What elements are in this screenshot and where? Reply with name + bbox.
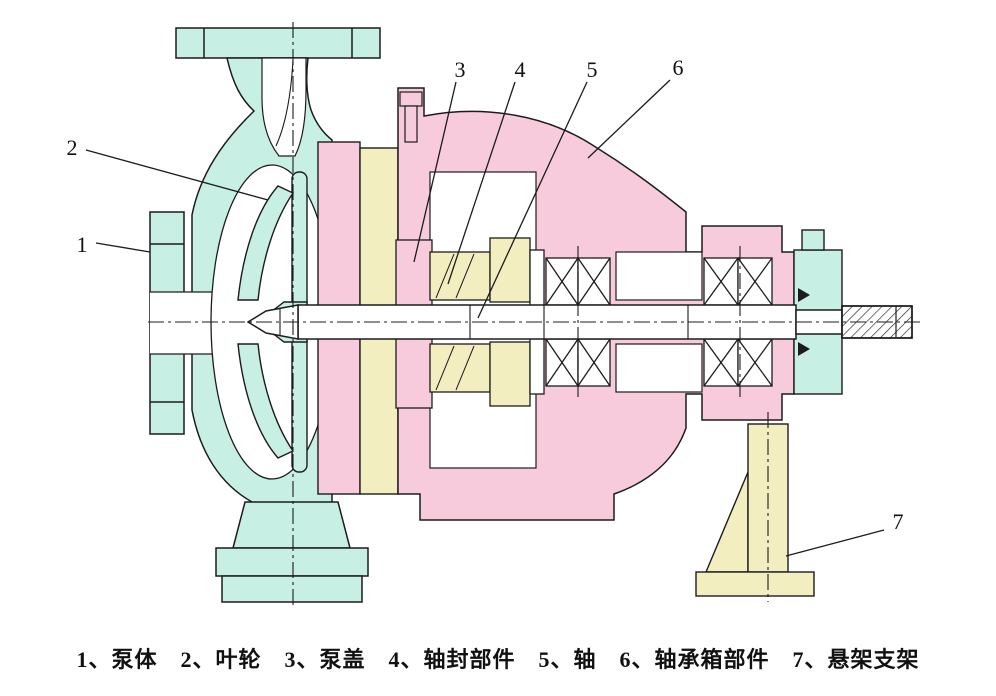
impeller-front-shroud-top — [237, 185, 295, 301]
seal-seat-bottom — [489, 341, 531, 407]
discharge-channel-curve — [275, 59, 294, 147]
leader-1 — [95, 242, 151, 253]
label-4: 4 — [515, 57, 526, 82]
label-2: 2 — [67, 135, 78, 160]
retainer-mark-bottom — [798, 342, 810, 356]
impeller-front-shroud-bottom — [237, 343, 295, 459]
seal-packing-texture — [435, 253, 475, 391]
discharge-flange — [175, 27, 381, 59]
support-bracket — [695, 423, 815, 597]
pump-foot-neck — [232, 501, 351, 549]
label-6: 6 — [673, 55, 684, 80]
bracket-foot-plate — [695, 571, 815, 597]
leader-4 — [447, 81, 516, 285]
leader-6 — [587, 79, 671, 159]
parts-caption: 1、泵体 2、叶轮 3、泵盖 4、轴封部件 5、轴 6、轴承箱部件 7、悬架支架 — [76, 647, 920, 672]
housing-bolt-head — [399, 91, 423, 107]
bracket-gusset — [704, 471, 749, 573]
pump-foot-plate — [215, 547, 369, 577]
leader-7 — [785, 529, 885, 557]
leader-lines — [85, 79, 885, 557]
shaft-seal-assembly — [429, 237, 531, 407]
label-7: 7 — [893, 509, 904, 534]
leader-3 — [413, 81, 457, 263]
discharge-channel — [261, 57, 307, 157]
retainer-mark-top — [798, 288, 810, 302]
pump-foot-base — [221, 575, 363, 603]
seal-gland-bottom — [429, 343, 491, 393]
centerlines — [148, 22, 924, 608]
housing-bolt-shank — [404, 105, 418, 143]
leader-5 — [477, 81, 588, 319]
label-5: 5 — [587, 57, 598, 82]
label-1: 1 — [77, 232, 88, 257]
leader-2 — [85, 149, 269, 201]
part-number-labels: 1 2 3 4 5 6 7 — [67, 55, 904, 534]
label-3: 3 — [455, 57, 466, 82]
impeller-nut-cone — [246, 304, 299, 340]
pump-diagram-canvas: 1 2 3 4 5 6 7 — [67, 22, 924, 608]
seal-gland-top — [429, 251, 491, 301]
bearings — [545, 257, 773, 387]
